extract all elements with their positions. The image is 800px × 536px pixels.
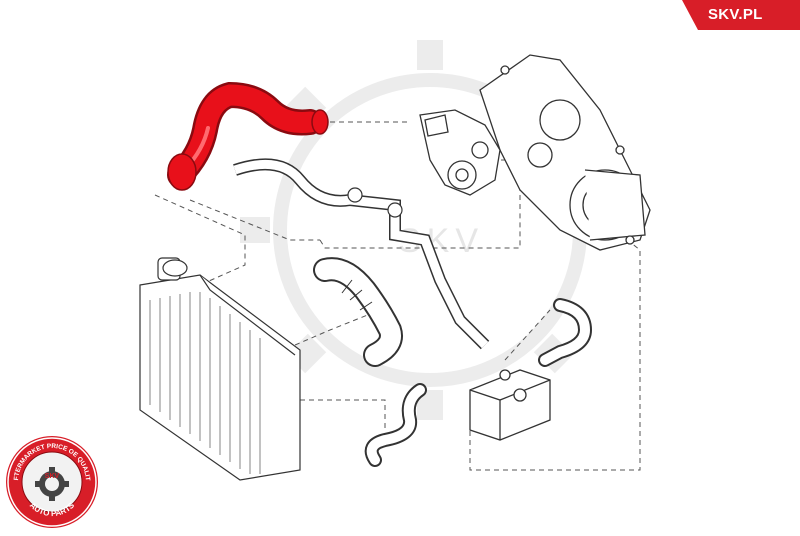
water-pump	[419, 109, 501, 196]
brand-tag: SKV.PL	[682, 0, 800, 30]
intake-hose	[313, 257, 403, 367]
quality-seal: AFTERMARKET PRICE OE QUALITY AUTO PARTS …	[2, 429, 100, 530]
gear-icon	[35, 467, 69, 501]
upper-coolant-hose	[233, 158, 490, 350]
highlighted-radiator-hose	[167, 81, 329, 191]
brand-name: SKV.PL	[708, 6, 763, 23]
seal-center-text: SKV	[45, 473, 60, 480]
oil-cooler	[469, 369, 551, 441]
timing-cover	[479, 54, 651, 251]
oil-cooler-hose	[538, 298, 593, 367]
radiator	[139, 257, 301, 481]
lower-hose	[364, 383, 427, 467]
